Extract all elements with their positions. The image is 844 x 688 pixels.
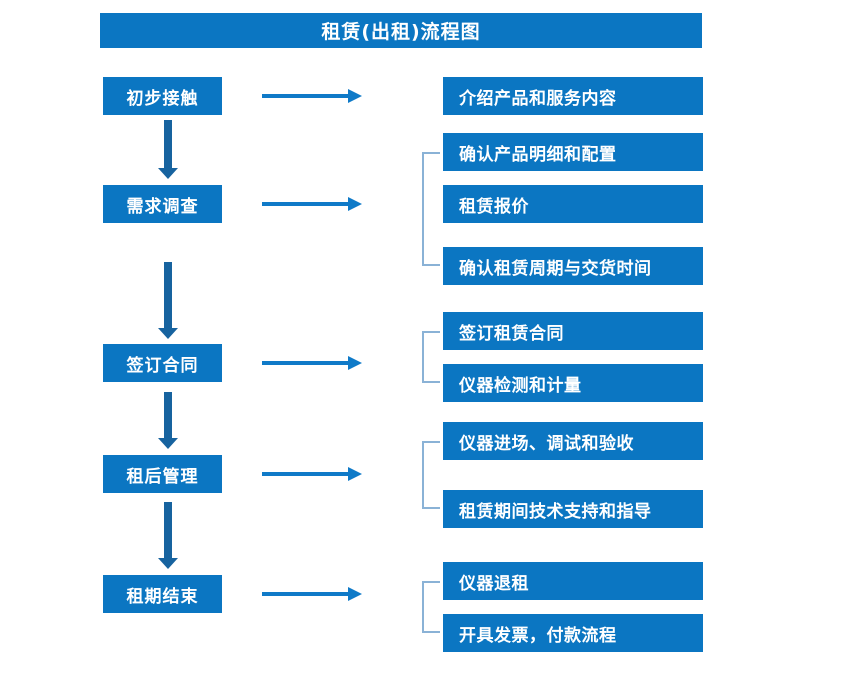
detail-box-g5-1[interactable]: 仪器退租 — [443, 562, 703, 600]
detail-box-g3-2[interactable]: 仪器检测和计量 — [443, 364, 703, 402]
group-bracket-icon-3 — [422, 331, 440, 383]
detail-box-g5-2[interactable]: 开具发票，付款流程 — [443, 614, 703, 652]
detail-box-g4-1[interactable]: 仪器进场、调试和验收 — [443, 422, 703, 460]
arrow-shaft — [164, 502, 172, 558]
stage-box-3[interactable]: 签订合同 — [103, 344, 222, 382]
arrow-head — [158, 328, 178, 339]
arrow-right-icon-4 — [262, 467, 362, 481]
stage-box-2[interactable]: 需求调查 — [103, 185, 222, 223]
arrow-head — [348, 356, 362, 370]
arrow-shaft — [262, 592, 350, 596]
arrow-shaft — [164, 120, 172, 168]
detail-box-g1-1[interactable]: 介绍产品和服务内容 — [443, 77, 703, 115]
arrow-right-icon-3 — [262, 356, 362, 370]
diagram-title: 租赁(出租)流程图 — [100, 13, 702, 48]
arrow-shaft — [164, 392, 172, 438]
stage-box-4[interactable]: 租后管理 — [103, 455, 222, 493]
group-bracket-icon-5 — [422, 581, 440, 633]
detail-box-g4-2[interactable]: 租赁期间技术支持和指导 — [443, 490, 703, 528]
arrow-shaft — [262, 202, 350, 206]
stage-box-1[interactable]: 初步接触 — [103, 77, 222, 115]
arrow-head — [158, 438, 178, 449]
group-bracket-icon-2 — [422, 152, 440, 266]
detail-box-g2-2[interactable]: 租赁报价 — [443, 185, 703, 223]
detail-box-g3-1[interactable]: 签订租赁合同 — [443, 312, 703, 350]
arrow-head — [158, 558, 178, 569]
arrow-right-icon-1 — [262, 89, 362, 103]
detail-box-g2-1[interactable]: 确认产品明细和配置 — [443, 133, 703, 171]
arrow-shaft — [262, 472, 350, 476]
arrow-head — [158, 168, 178, 179]
arrow-head — [348, 587, 362, 601]
arrow-right-icon-5 — [262, 587, 362, 601]
arrow-right-icon-2 — [262, 197, 362, 211]
arrow-head — [348, 197, 362, 211]
arrow-shaft — [262, 94, 350, 98]
detail-box-g2-3[interactable]: 确认租赁周期与交货时间 — [443, 247, 703, 285]
stage-box-5[interactable]: 租期结束 — [103, 575, 222, 613]
arrow-shaft — [262, 361, 350, 365]
arrow-head — [348, 467, 362, 481]
arrow-head — [348, 89, 362, 103]
arrow-shaft — [164, 262, 172, 328]
group-bracket-icon-4 — [422, 441, 440, 509]
